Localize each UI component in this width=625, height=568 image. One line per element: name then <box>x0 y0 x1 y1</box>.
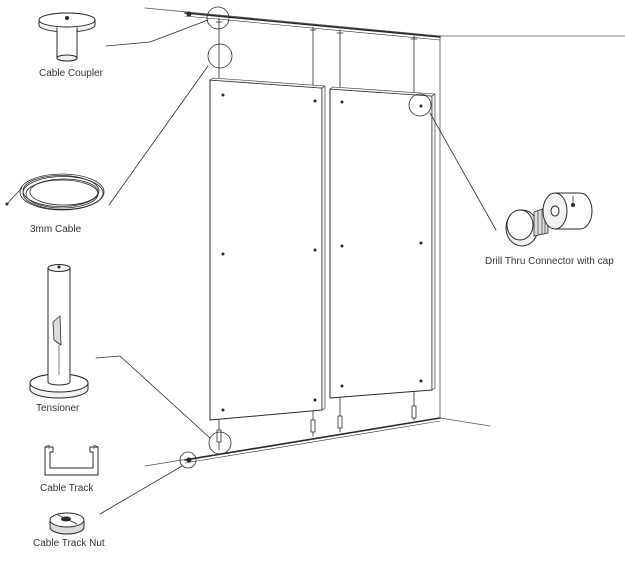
ceiling-track <box>185 12 440 40</box>
label-drill-thru-connector: Drill Thru Connector with cap <box>485 256 614 267</box>
label-cable-track-nut: Cable Track Nut <box>33 538 105 549</box>
cable-coil-icon <box>5 174 105 210</box>
callout-coupler <box>207 7 229 29</box>
cable-track-nut-icon <box>50 513 84 534</box>
upper-cable-clamps <box>216 22 417 39</box>
tensioner-icon <box>30 265 88 399</box>
label-3mm-cable: 3mm Cable <box>30 224 82 235</box>
label-tensioner: Tensioner <box>36 403 80 414</box>
callout-tensioner <box>209 432 231 454</box>
label-cable-track: Cable Track <box>40 483 94 494</box>
floor-track <box>185 418 440 463</box>
callout-connector <box>409 94 431 116</box>
panel-left-fixings <box>221 93 317 412</box>
panel-left <box>210 78 325 420</box>
callout-circles <box>180 7 431 468</box>
bottom-tensioners <box>217 406 416 442</box>
cable-coupler-icon <box>39 13 95 61</box>
cable-track-icon <box>45 445 98 475</box>
leader-lines <box>96 20 496 514</box>
label-cable-coupler: Cable Coupler <box>39 68 103 79</box>
drill-thru-connector-icon <box>506 193 592 246</box>
panel-right <box>330 87 435 398</box>
callout-cable <box>208 44 232 68</box>
panel-right-fixings <box>340 100 423 388</box>
callout-track <box>180 452 196 468</box>
